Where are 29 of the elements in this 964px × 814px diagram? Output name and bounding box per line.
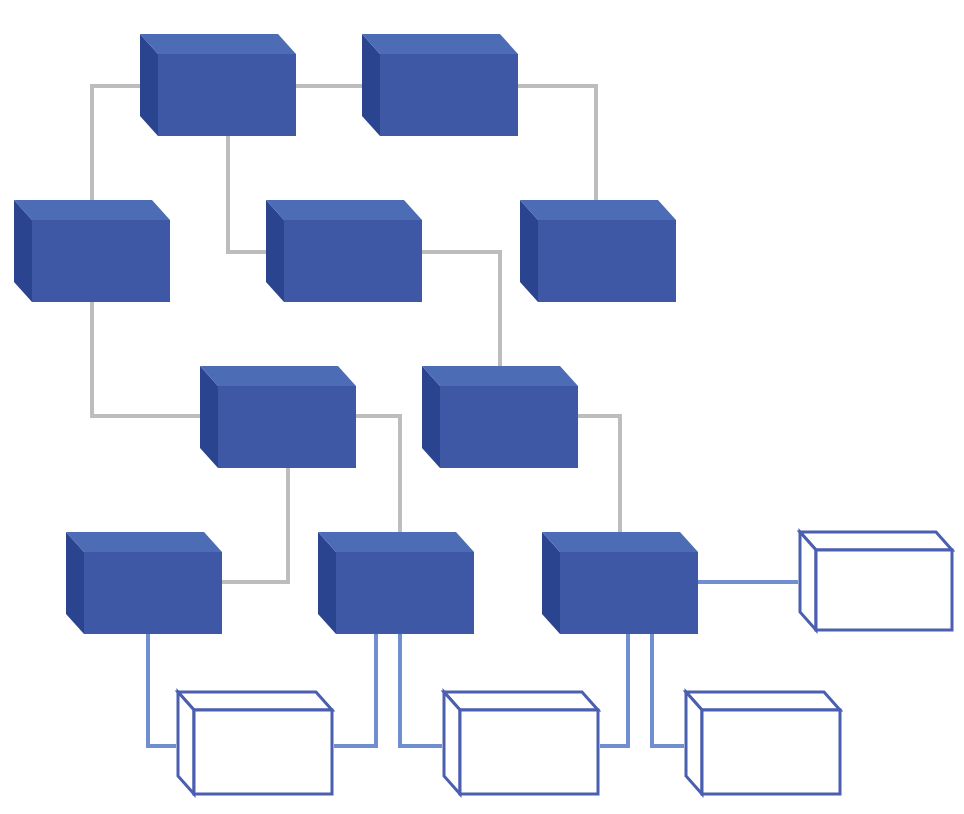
connector-line: [600, 634, 630, 748]
connector-line: [578, 414, 622, 532]
filled-cuboid-block: [520, 200, 676, 302]
outline-cuboid-block: [684, 690, 842, 796]
connector-line: [226, 136, 266, 254]
filled-cuboid-block: [140, 34, 296, 136]
connector-line: [90, 84, 140, 200]
outline-cuboid-block: [442, 690, 600, 796]
connector-line: [356, 414, 402, 532]
connector-line: [518, 84, 598, 200]
connector-line: [222, 468, 290, 584]
connector-line: [422, 250, 502, 366]
filled-cuboid-block: [422, 366, 578, 468]
connector-line: [650, 634, 684, 748]
connector-line: [698, 580, 800, 584]
filled-cuboid-block: [66, 532, 222, 634]
filled-cuboid-block: [542, 532, 698, 634]
outline-cuboid-block: [176, 690, 334, 796]
connector-line: [398, 634, 442, 748]
filled-cuboid-block: [362, 34, 518, 136]
outline-cuboid-block: [798, 530, 954, 632]
connector-line: [334, 634, 378, 748]
filled-cuboid-block: [266, 200, 422, 302]
filled-cuboid-block: [200, 366, 356, 468]
filled-cuboid-block: [14, 200, 170, 302]
connector-line: [90, 302, 200, 418]
connector-line: [296, 84, 364, 88]
filled-cuboid-block: [318, 532, 474, 634]
connector-line: [146, 634, 176, 748]
